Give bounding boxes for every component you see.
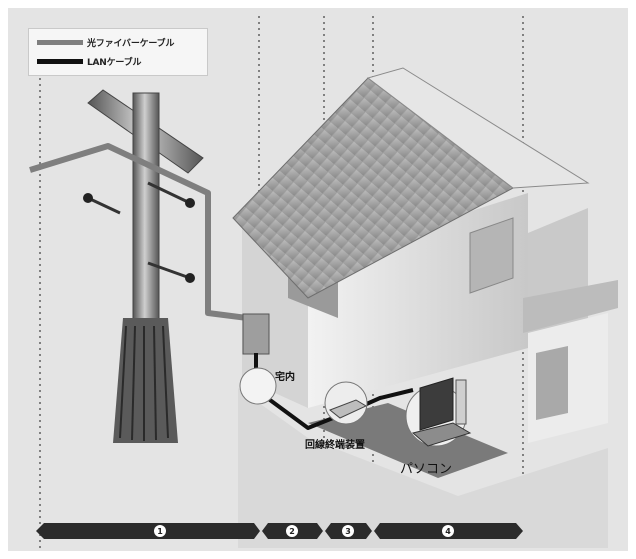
network-diagram: 1 2 3 4 光ファイバーケーブル LANケーブル 宅内 回線終端装置 パソコ…	[8, 8, 628, 551]
utility-pole	[83, 90, 203, 443]
label-pc: パソコン	[400, 458, 452, 477]
legend: 光ファイバーケーブル LANケーブル	[28, 28, 208, 76]
wall-junction-box	[243, 314, 269, 354]
pc-tower	[456, 380, 466, 424]
legend-label-lan: LANケーブル	[87, 55, 141, 68]
door	[536, 346, 568, 420]
lan-swatch	[37, 59, 83, 64]
rosette-circle	[240, 368, 276, 404]
segment-1-number: 1	[157, 527, 163, 536]
label-onu: 回線終端装置	[305, 436, 365, 451]
fiber-swatch	[37, 40, 83, 45]
legend-label-fiber: 光ファイバーケーブル	[87, 36, 174, 49]
segment-3-number: 3	[345, 527, 351, 536]
legend-item-lan: LANケーブル	[37, 54, 141, 68]
segment-2-number: 2	[289, 527, 295, 536]
segment-bar: 1 2 3 4	[36, 523, 523, 539]
segment-4-number: 4	[445, 527, 451, 536]
legend-item-fiber: 光ファイバーケーブル	[37, 35, 174, 49]
label-junction: 宅内	[275, 368, 295, 383]
segment-1-arrow	[36, 523, 260, 539]
diagram-canvas: 1 2 3 4	[8, 8, 628, 551]
